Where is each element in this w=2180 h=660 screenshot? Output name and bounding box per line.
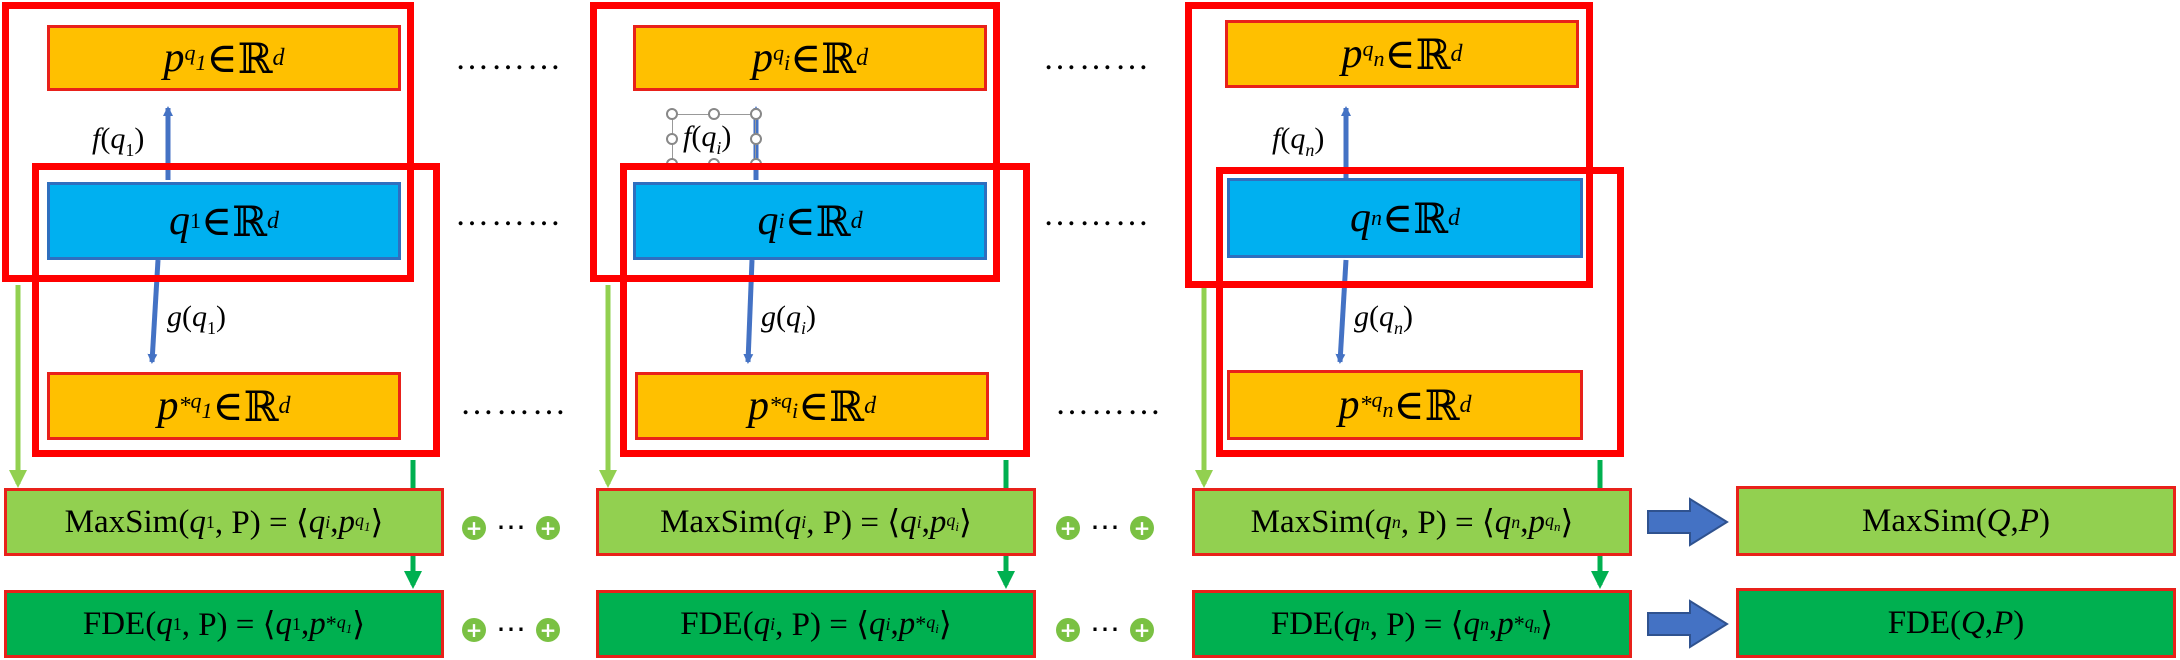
highlight-frame-top-n xyxy=(1185,2,1593,288)
sum-operator-1: +⋯+ xyxy=(462,510,560,545)
block-arrow-icon xyxy=(1647,599,1729,649)
plus-icon: + xyxy=(1130,515,1154,540)
ellipsis-mid-1: ……… xyxy=(455,196,563,233)
resize-handle[interactable] xyxy=(666,108,678,120)
plus-icon: + xyxy=(1130,617,1154,642)
highlight-frame-bottom-1 xyxy=(32,163,440,457)
highlight-frame-bottom-i xyxy=(620,163,1030,457)
ellipsis-top-1: ……… xyxy=(455,40,563,77)
highlight-frame-top-i xyxy=(590,2,1000,282)
maxsim-result-box: MaxSim(Q, P) xyxy=(1736,486,2176,556)
plus-icon: + xyxy=(536,617,560,642)
g-arrow-n xyxy=(1335,259,1349,364)
g-label-n: g(qn) xyxy=(1354,300,1413,338)
resize-handle[interactable] xyxy=(750,133,762,145)
f-label-1: f(q1) xyxy=(92,122,145,160)
resize-handle[interactable] xyxy=(708,108,720,120)
plus-icon: + xyxy=(462,515,486,540)
ellipsis-mid-2: ……… xyxy=(1043,196,1151,233)
f-label-i[interactable]: f(qi) xyxy=(683,120,732,158)
resize-handle[interactable] xyxy=(666,133,678,145)
g-label-i: g(qi) xyxy=(761,300,817,338)
ellipsis-bottom-2: ……… xyxy=(1055,385,1163,422)
plus-icon: + xyxy=(462,617,486,642)
block-arrow-icon xyxy=(1647,497,1729,547)
highlight-frame-top-1 xyxy=(2,2,414,282)
ellipsis-bottom-1: ……… xyxy=(460,385,568,422)
plus-icon: + xyxy=(1056,617,1080,642)
f-label-n: f(qn) xyxy=(1272,122,1325,160)
fde-result-box: FDE(Q, P) xyxy=(1736,588,2176,658)
sum-operator-2: +⋯+ xyxy=(1056,510,1154,545)
resize-handle[interactable] xyxy=(750,108,762,120)
sum-operator-3: +⋯+ xyxy=(462,612,560,647)
plus-icon: + xyxy=(536,515,560,540)
plus-icon: + xyxy=(1056,515,1080,540)
g-label-1: g(q1) xyxy=(167,300,226,338)
sum-operator-4: +⋯+ xyxy=(1056,612,1154,647)
ellipsis-top-2: ……… xyxy=(1043,40,1151,77)
highlight-frame-bottom-n xyxy=(1216,167,1624,457)
